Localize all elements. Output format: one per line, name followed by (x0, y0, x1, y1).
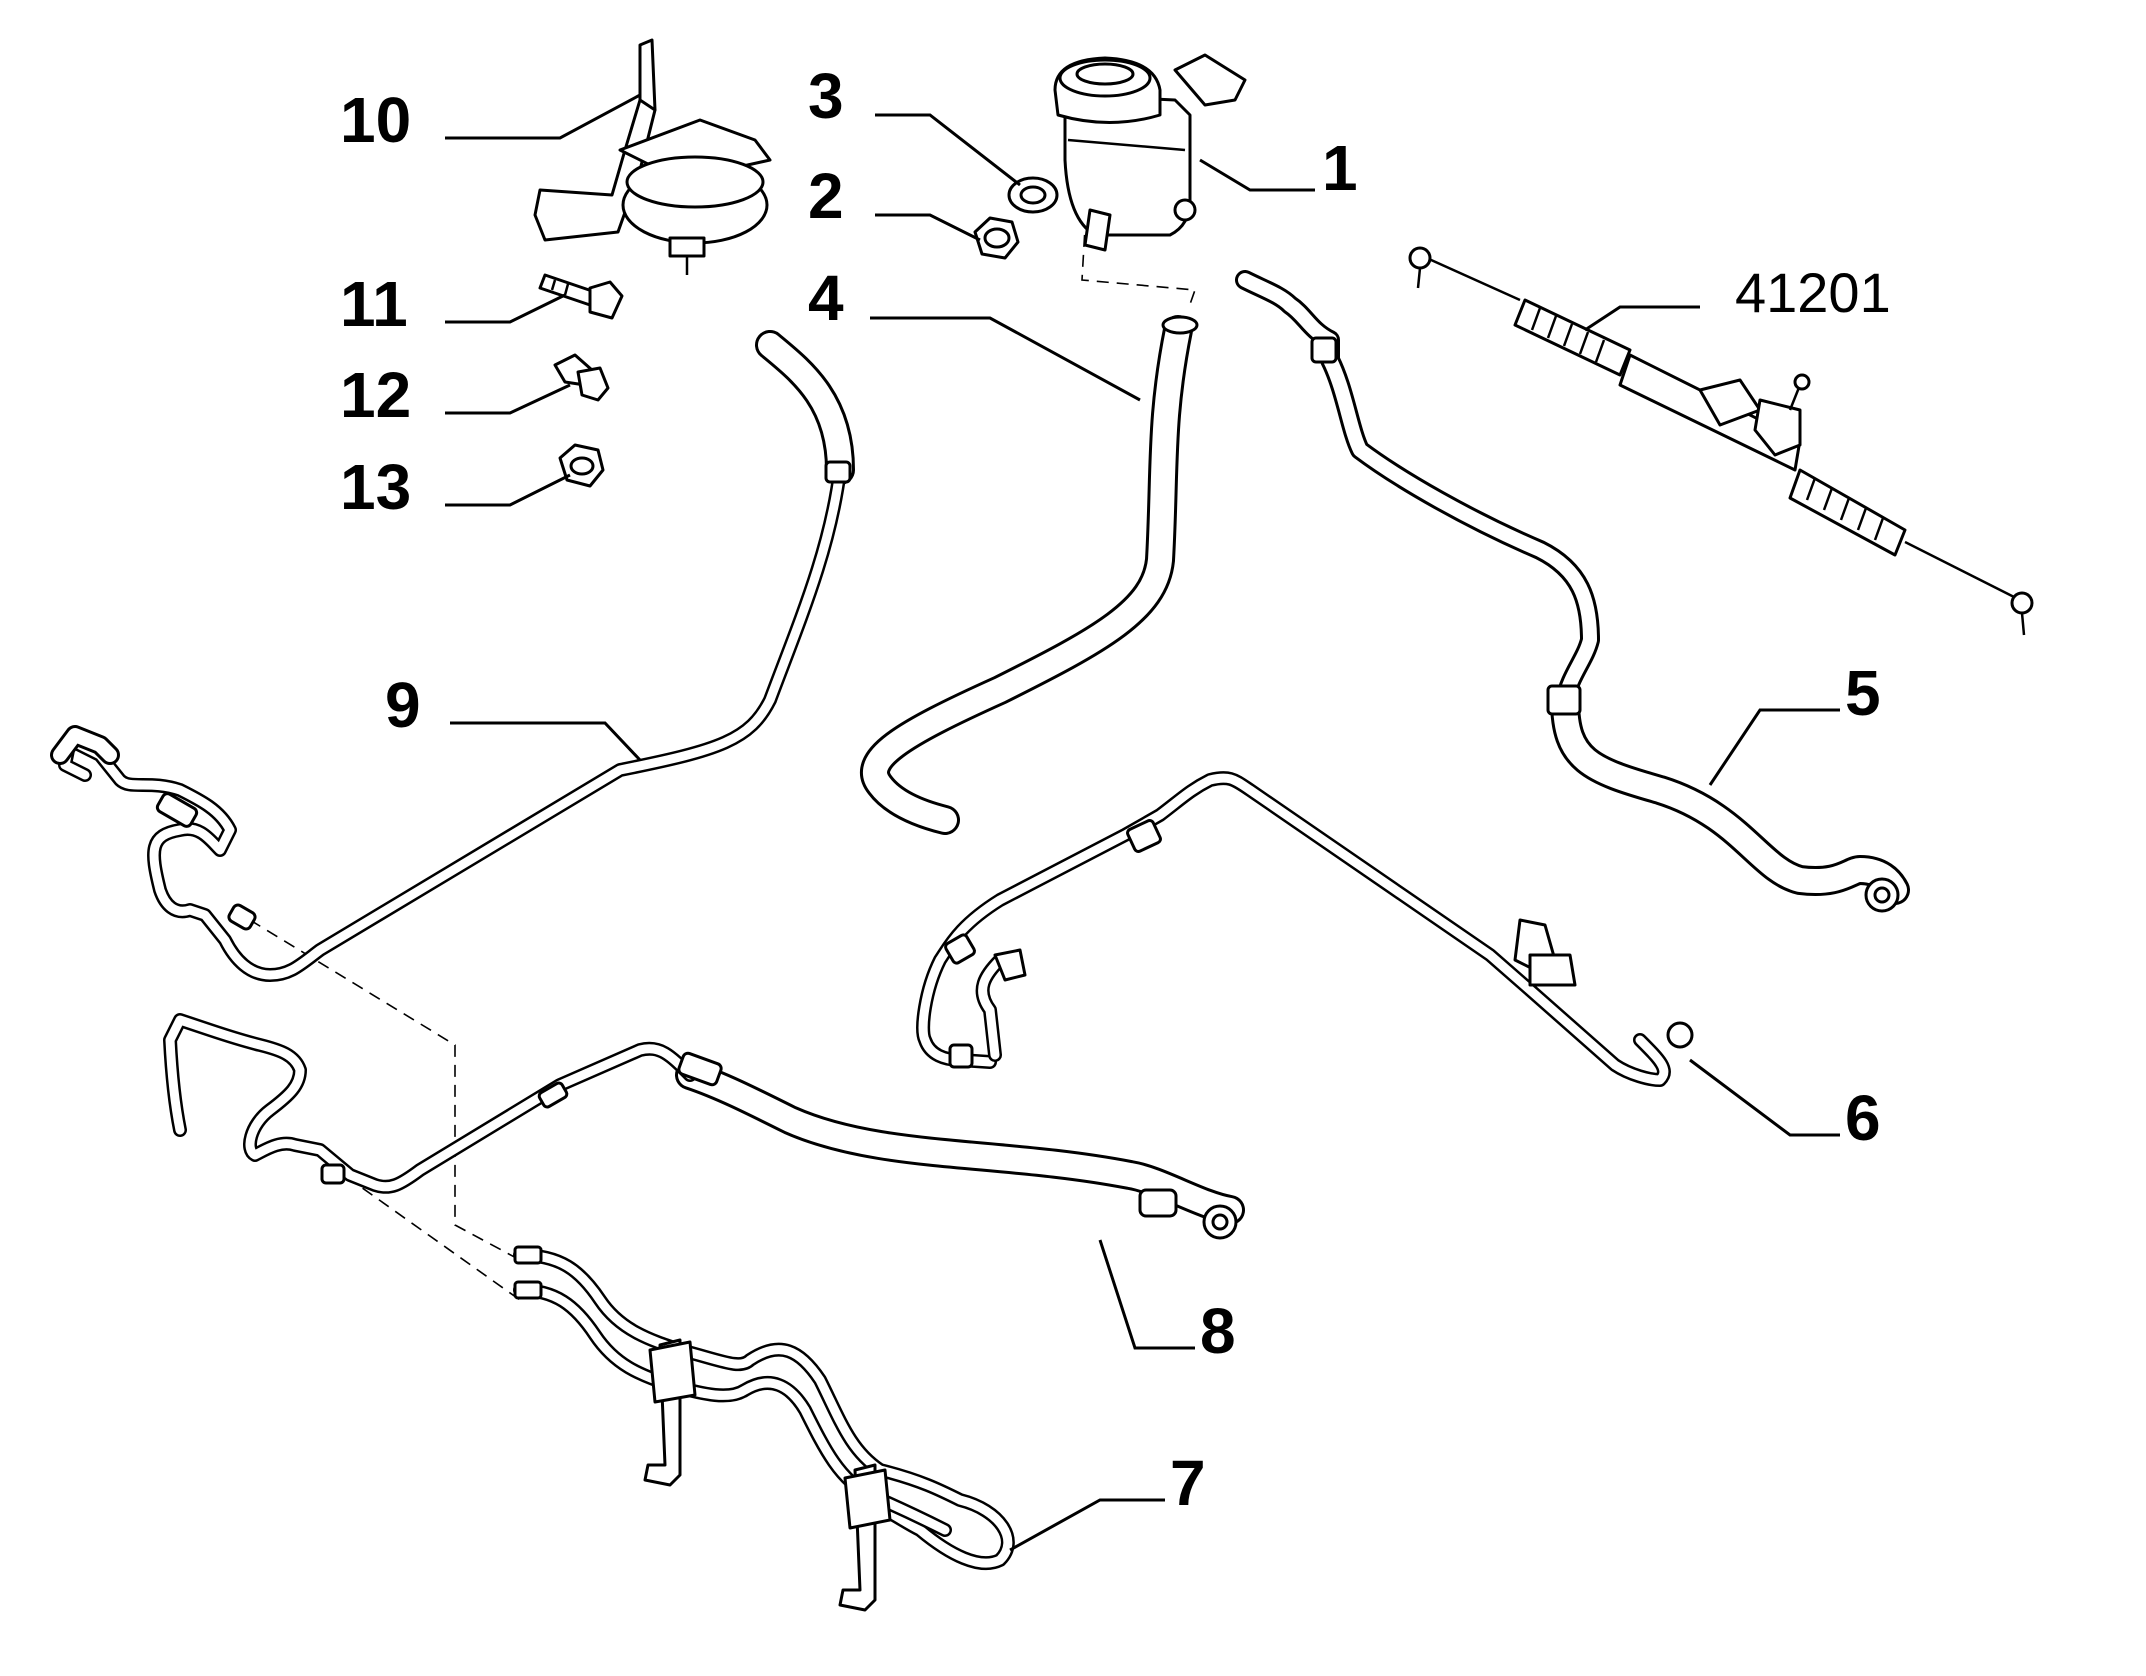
callout-2: 2 (808, 160, 844, 232)
callout-7: 7 (1170, 1447, 1206, 1519)
part-3-washer (1007, 176, 1059, 214)
leader-lines (445, 93, 1840, 1552)
part-4-return-hose (860, 315, 1199, 835)
callout-41201: 41201 (1735, 261, 1891, 324)
part-2-nut (973, 216, 1020, 260)
callout-labels: 1 2 3 4 5 6 7 8 9 10 11 12 13 41201 (340, 60, 1891, 1519)
part-10-reservoir-bracket (533, 38, 772, 275)
part-12-clip (553, 353, 610, 402)
assembly-guide-lines (249, 174, 1197, 1301)
callout-5: 5 (1845, 657, 1881, 729)
callout-10: 10 (340, 84, 411, 156)
callout-11: 11 (340, 268, 408, 340)
callout-9: 9 (385, 669, 421, 741)
part-7-cooling-pipe (513, 1245, 1015, 1612)
part-8-line (163, 1013, 1245, 1240)
part-1-reservoir (1053, 53, 1247, 252)
callout-8: 8 (1200, 1295, 1236, 1367)
callout-13: 13 (340, 451, 411, 523)
callout-1: 1 (1322, 132, 1358, 204)
part-41201-steering-rack (1408, 246, 2034, 636)
part-9-suction-line (50, 330, 855, 982)
part-6-delivery-pipe (916, 771, 1694, 1087)
callout-4: 4 (808, 262, 844, 334)
callout-3: 3 (808, 60, 844, 132)
part-13-nut (558, 443, 605, 488)
part-5-pressure-hose (1235, 270, 1910, 913)
callout-12: 12 (340, 359, 411, 431)
part-11-screw (538, 273, 624, 320)
callout-6: 6 (1845, 1082, 1881, 1154)
